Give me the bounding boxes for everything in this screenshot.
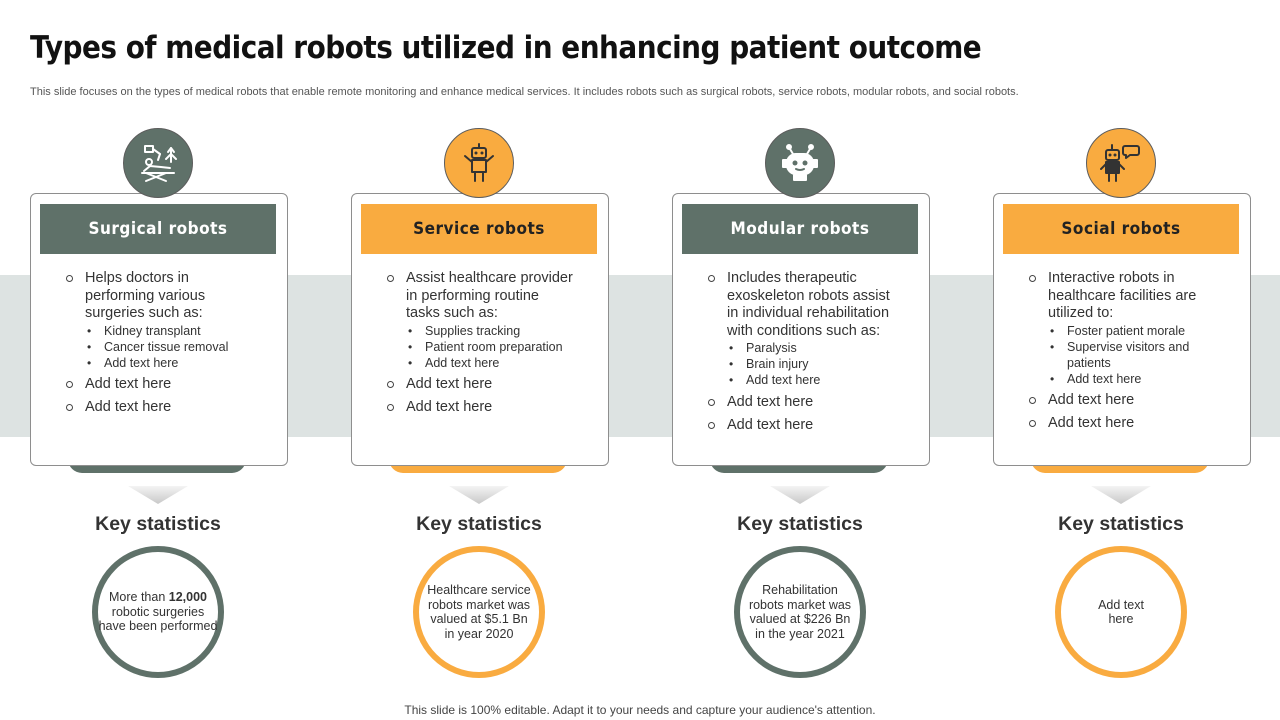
card-bullet-text: Interactive robots in healthcare facilit… [1048, 270, 1197, 321]
footer-note: This slide is 100% editable. Adapt it to… [404, 703, 876, 717]
card-sub-bullet: Brain injury [727, 356, 897, 372]
card-bullet-text: Helps doctors in performing various surg… [85, 270, 206, 321]
robot-card-surgical: Surgical robots Helps doctors in perform… [30, 128, 288, 548]
card-sub-bullet: Add text here [406, 355, 576, 371]
card-bullet: Helps doctors in performing various surg… [65, 270, 255, 371]
card-bullet: Add text here [65, 376, 255, 394]
card-sub-bullet: Add text here [85, 355, 255, 371]
stat-circle-surgical: More than 12,000 robotic surgeries have … [92, 546, 224, 678]
stat-text: Add text here [1098, 597, 1144, 627]
stat-number: 12,000 [168, 590, 207, 605]
card-bullet: Add text here [1028, 392, 1218, 410]
card-sub-bullet: Add text here [727, 372, 897, 388]
modular-robot-icon [765, 128, 835, 198]
key-statistics-label: Key statistics [95, 513, 221, 535]
card-panel: Surgical robots Helps doctors in perform… [30, 193, 288, 466]
card-sub-bullet: Paralysis [727, 340, 897, 356]
card-bullet: Add text here [1028, 415, 1218, 433]
card-panel: Modular robots Includes therapeutic exos… [672, 193, 930, 466]
card-body: Interactive robots in healthcare facilit… [1028, 270, 1218, 438]
card-bullet: Assist healthcare provider in performing… [386, 270, 576, 371]
chevron-down-icon [1091, 486, 1151, 504]
page-title: Types of medical robots utilized in enha… [30, 30, 982, 66]
card-sub-bullet: Foster patient morale [1048, 323, 1218, 339]
page-subtitle: This slide focuses on the types of medic… [30, 86, 1019, 98]
key-statistics-label: Key statistics [737, 513, 863, 535]
robot-card-social: Social robots Interactive robots in heal… [993, 128, 1251, 548]
chevron-down-icon [770, 486, 830, 504]
robot-card-modular: Modular robots Includes therapeutic exos… [672, 128, 930, 548]
card-bullet: Add text here [386, 376, 576, 394]
stat-circle-service: Healthcare service robots market was val… [413, 546, 545, 678]
stat-text-prefix: More than [109, 590, 169, 605]
social-robot-icon [1086, 128, 1156, 198]
card-sub-bullet: Kidney transplant [85, 323, 255, 339]
stat-text: Healthcare service robots market was val… [427, 583, 531, 641]
card-sub-bullet: Patient room preparation [406, 339, 576, 355]
card-bullet: Add text here [65, 399, 255, 417]
card-sub-bullet: Supervise visitors and patients [1048, 339, 1197, 371]
card-bullet: Add text here [707, 417, 897, 435]
stat-text-suffix: robotic surgeries have been performed [98, 604, 218, 634]
service-robot-icon [444, 128, 514, 198]
stat-text: Rehabilitation robots market was valued … [748, 583, 852, 641]
card-body: Assist healthcare provider in performing… [386, 270, 576, 422]
card-bullet: Add text here [386, 399, 576, 417]
card-header: Modular robots [682, 204, 918, 254]
card-header: Surgical robots [40, 204, 276, 254]
key-statistics-label: Key statistics [416, 513, 542, 535]
card-bullet: Interactive robots in healthcare facilit… [1028, 270, 1218, 387]
surgical-robot-icon [123, 128, 193, 198]
chevron-down-icon [449, 486, 509, 504]
card-body: Includes therapeutic exoskeleton robots … [707, 270, 897, 440]
stat-circle-modular: Rehabilitation robots market was valued … [734, 546, 866, 678]
card-sub-bullet: Cancer tissue removal [85, 339, 255, 355]
key-statistics-label: Key statistics [1058, 513, 1184, 535]
card-header: Social robots [1003, 204, 1239, 254]
card-sub-bullet: Supplies tracking [406, 323, 576, 339]
card-body: Helps doctors in performing various surg… [65, 270, 255, 422]
card-bullet-text: Includes therapeutic exoskeleton robots … [727, 270, 890, 339]
card-bullet-text: Assist healthcare provider in performing… [406, 270, 573, 321]
card-header: Service robots [361, 204, 597, 254]
card-sub-bullet: Add text here [1048, 371, 1218, 387]
stat-text: More than 12,000 robotic surgeries have … [98, 590, 218, 634]
chevron-down-icon [128, 486, 188, 504]
card-panel: Social robots Interactive robots in heal… [993, 193, 1251, 466]
card-panel: Service robots Assist healthcare provide… [351, 193, 609, 466]
card-bullet: Includes therapeutic exoskeleton robots … [707, 270, 897, 388]
stat-circle-social: Add text here [1055, 546, 1187, 678]
robot-card-service: Service robots Assist healthcare provide… [351, 128, 609, 548]
card-bullet: Add text here [707, 394, 897, 412]
